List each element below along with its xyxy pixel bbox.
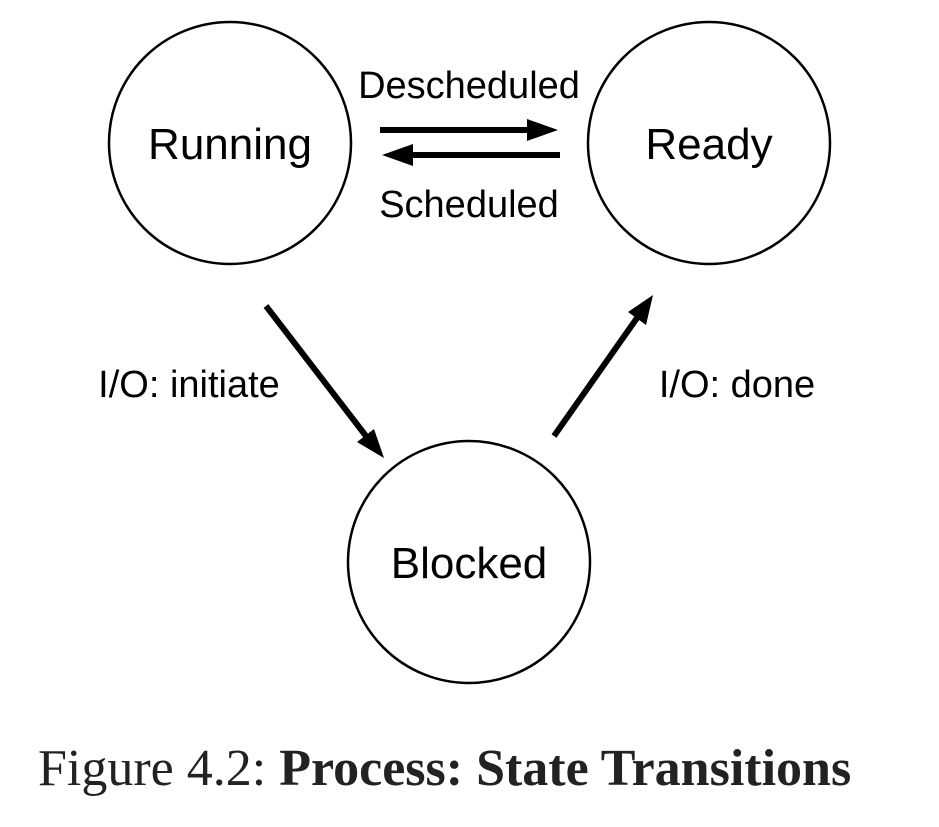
state-running-circle <box>107 20 353 266</box>
io-done-arrow-shaft <box>551 316 640 438</box>
state-running: Running <box>107 20 353 266</box>
transition-io-done: I/O: done <box>551 295 815 438</box>
state-running-label: Running <box>148 120 312 169</box>
transition-scheduled: Scheduled <box>379 144 560 226</box>
figure-caption: Figure 4.2: Process: State Transitions <box>38 740 851 797</box>
state-blocked: Blocked <box>346 439 592 685</box>
io-initiate-arrow-shaft <box>263 304 369 438</box>
scheduled-label: Scheduled <box>379 184 559 226</box>
io-initiate-label: I/O: initiate <box>98 364 280 406</box>
descheduled-arrow-head <box>527 119 558 141</box>
io-initiate-arrow-head <box>357 429 384 458</box>
figure-caption-title: Process: State Transitions <box>279 740 852 797</box>
scheduled-arrow-head <box>382 144 413 166</box>
io-done-arrow-head <box>628 295 653 325</box>
state-blocked-circle <box>346 439 592 685</box>
transition-io-initiate: I/O: initiate <box>98 304 384 458</box>
transition-descheduled: Descheduled <box>358 65 580 141</box>
state-ready-circle <box>586 20 832 266</box>
state-ready-label: Ready <box>645 120 772 169</box>
state-ready: Ready <box>586 20 832 266</box>
figure-caption-prefix: Figure 4.2: <box>38 740 267 797</box>
io-done-label: I/O: done <box>659 364 815 406</box>
descheduled-label: Descheduled <box>358 65 580 107</box>
state-blocked-label: Blocked <box>391 539 548 588</box>
